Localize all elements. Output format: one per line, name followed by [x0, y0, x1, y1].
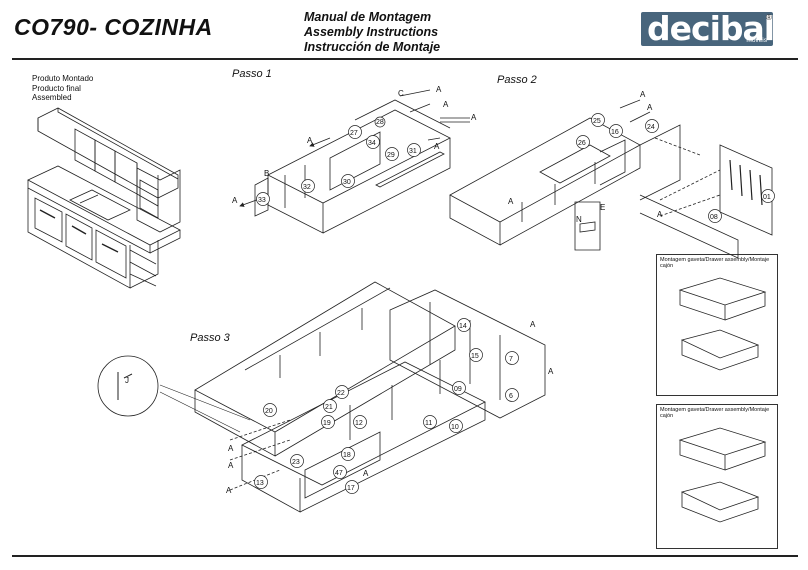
manual-title-en: Assembly Instructions — [304, 25, 439, 39]
svg-text:6: 6 — [509, 393, 513, 400]
svg-text:A: A — [508, 197, 514, 206]
svg-text:19: 19 — [323, 420, 331, 427]
svg-text:A: A — [436, 85, 442, 94]
svg-text:A: A — [228, 461, 234, 470]
svg-text:A: A — [471, 113, 477, 122]
svg-text:24: 24 — [647, 124, 655, 131]
svg-text:13: 13 — [256, 480, 264, 487]
svg-text:A: A — [232, 196, 238, 205]
manual-title-pt: Manual de Montagem — [304, 10, 432, 24]
svg-text:E: E — [600, 203, 605, 212]
manual-title-es: Instrucción de Montaje — [304, 40, 441, 54]
svg-text:J: J — [125, 376, 129, 385]
svg-text:26: 26 — [578, 140, 586, 147]
step-1-label: Passo 1 — [232, 68, 272, 80]
svg-text:30: 30 — [343, 179, 351, 186]
svg-text:A: A — [530, 320, 536, 329]
svg-text:A: A — [443, 100, 449, 109]
drawer-inset-2: Montagem gaveta/Drawer assembly/Montaje … — [656, 404, 778, 549]
step-2-drawing — [449, 99, 773, 259]
svg-text:34: 34 — [368, 140, 376, 147]
brand-name: decibal — [647, 12, 773, 46]
assembled-kitchen-drawing — [27, 107, 181, 289]
svg-text:31: 31 — [409, 148, 417, 155]
svg-text:01: 01 — [763, 194, 771, 201]
step-3-label: Passo 3 — [190, 332, 230, 344]
assembled-caption-pt: Produto Montado — [32, 74, 94, 83]
svg-text:B: B — [264, 169, 269, 178]
assembled-caption: Produto Montado Producto final Assembled — [32, 74, 93, 103]
svg-text:08: 08 — [710, 214, 718, 221]
footer-divider — [12, 555, 798, 557]
svg-text:17: 17 — [347, 485, 355, 492]
svg-text:23: 23 — [292, 459, 300, 466]
svg-text:7: 7 — [509, 356, 513, 363]
svg-text:A: A — [228, 444, 234, 453]
svg-text:21: 21 — [325, 404, 333, 411]
svg-text:11: 11 — [425, 420, 432, 427]
svg-text:14: 14 — [459, 323, 467, 330]
svg-text:22: 22 — [337, 390, 345, 397]
svg-text:A: A — [548, 367, 554, 376]
svg-text:A: A — [657, 210, 663, 219]
svg-text:33: 33 — [258, 197, 266, 204]
brand-subtitle: móveis — [746, 37, 767, 44]
svg-text:A: A — [307, 136, 313, 145]
svg-text:A: A — [363, 469, 369, 478]
step-2-label: Passo 2 — [497, 74, 537, 86]
svg-text:18: 18 — [343, 452, 351, 459]
svg-text:27: 27 — [350, 130, 358, 137]
svg-text:A: A — [226, 486, 232, 495]
svg-text:A: A — [434, 142, 440, 151]
svg-text:20: 20 — [265, 408, 273, 415]
drawer-inset-2-drawing — [678, 427, 767, 523]
drawer-inset-1: Montagem gaveta/Drawer assembly/Montaje … — [656, 254, 778, 396]
svg-text:A: A — [647, 103, 653, 112]
brand-logo: decibal móveis — [641, 12, 773, 46]
svg-text:A: A — [640, 90, 646, 99]
assembled-caption-es: Producto final — [32, 83, 81, 93]
step-1-drawing — [239, 89, 470, 234]
drawer-inset-1-title: Montagem gaveta/Drawer assembly/Montaje … — [660, 257, 770, 269]
svg-text:16: 16 — [611, 129, 619, 136]
svg-text:25: 25 — [593, 118, 601, 125]
model-title: CO790- COZINHA — [14, 14, 213, 40]
registered-mark: ® — [766, 13, 772, 22]
svg-text:15: 15 — [471, 353, 479, 360]
assembled-caption-en: Assembled — [32, 93, 72, 102]
header-divider — [12, 58, 798, 60]
drawer-inset-2-title: Montagem gaveta/Drawer assembly/Montaje … — [660, 407, 770, 419]
svg-text:32: 32 — [303, 184, 311, 191]
step-3-drawing — [97, 281, 546, 513]
svg-text:29: 29 — [387, 152, 395, 159]
svg-text:12: 12 — [355, 420, 363, 427]
svg-text:09: 09 — [454, 386, 462, 393]
drawer-inset-1-drawing — [678, 277, 767, 371]
svg-text:10: 10 — [451, 424, 459, 431]
svg-text:28: 28 — [376, 119, 384, 126]
svg-text:47: 47 — [335, 470, 343, 477]
svg-text:N: N — [576, 215, 582, 224]
svg-text:C: C — [398, 89, 404, 98]
